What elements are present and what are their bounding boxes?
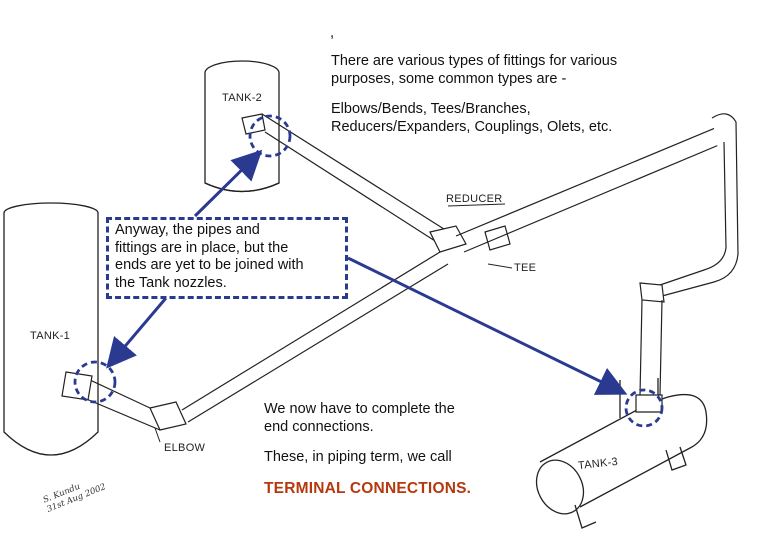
intro-line-2: purposes, some common types are - — [331, 71, 567, 87]
intro-line-1: There are various types of fittings for … — [331, 53, 618, 69]
tank-2 — [204, 60, 280, 193]
right-text-line-2: end connections. — [264, 419, 374, 435]
intro-line-4: Reducers/Expanders, Couplings, Olets, et… — [331, 119, 613, 135]
stray-comma: , — [330, 25, 335, 41]
callout-line-2: fittings are in place, but the — [115, 239, 289, 256]
nozzle-circle-tank2 — [248, 114, 292, 158]
intro-line-3: Elbows/Bends, Tees/Branches, — [331, 101, 531, 117]
callout-line-3: ends are yet to be joined with — [115, 257, 304, 273]
nozzle-circle-tank1 — [73, 360, 117, 404]
terminal-connections-heading: TERMINAL CONNECTIONS. — [264, 480, 472, 497]
callout-box: Anyway, the pipes and fittings are in pl… — [106, 217, 348, 299]
label-tank-2: TANK-2 — [222, 92, 263, 104]
label-reducer: REDUCER — [446, 193, 503, 205]
label-tank-1: TANK-1 — [30, 330, 71, 342]
pipe-network — [61, 113, 739, 431]
label-tee: TEE — [514, 262, 537, 274]
right-text-line-1: We now have to complete the — [264, 401, 455, 417]
label-elbow: ELBOW — [164, 442, 206, 454]
arrow-to-tank1 — [106, 297, 168, 369]
tank-1 — [3, 202, 99, 456]
callout-line-4: the Tank nozzles. — [115, 274, 227, 291]
nozzle-circle-tank3 — [624, 388, 664, 428]
arrow-to-tank2 — [193, 149, 263, 218]
right-text-line-3: These, in piping term, we call — [264, 449, 452, 465]
arrow-to-tank3 — [347, 256, 628, 395]
tank-3 — [535, 378, 708, 529]
callout-line-1: Anyway, the pipes and — [115, 222, 260, 238]
